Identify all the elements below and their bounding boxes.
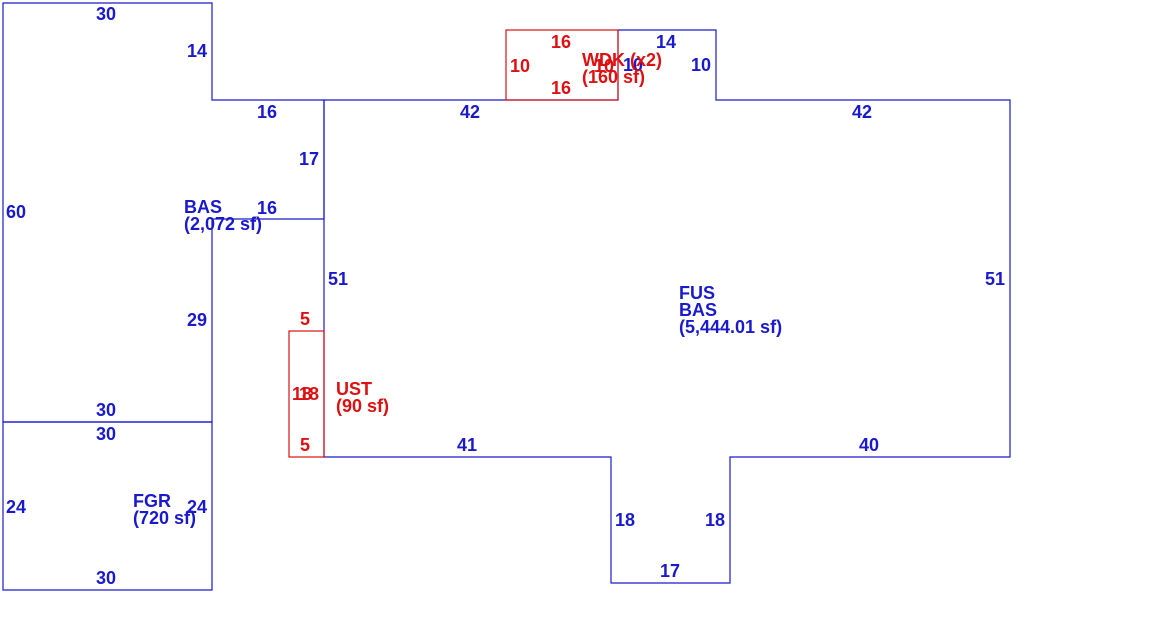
dim-fgr-left: 24 — [6, 497, 26, 517]
ust-outline — [288, 330, 325, 458]
area-ust-size: (90 sf) — [336, 396, 389, 416]
dim-notch-right: 10 — [691, 55, 711, 75]
dim-bas-step-side: 17 — [299, 149, 319, 169]
wdk-deck-outline — [505, 29, 619, 101]
dim-bas-left: 60 — [6, 202, 26, 222]
dim-notch-left: 10 — [623, 55, 643, 75]
dim-fgr-bottom: 30 — [96, 568, 116, 588]
dim-main-bottom-left: 41 — [457, 435, 477, 455]
dim-ust-bottom: 5 — [300, 435, 310, 455]
dim-fgr-top: 30 — [96, 424, 116, 444]
dim-ust-top: 5 — [300, 309, 310, 329]
dim-bas-right-lower: 29 — [187, 310, 207, 330]
area-bas-left-code: BAS — [184, 197, 222, 217]
dim-main-bottom-right: 40 — [859, 435, 879, 455]
dim-ust-left: 18 — [292, 384, 312, 404]
area-wdk-size: (160 sf) — [582, 67, 645, 87]
fgr-garage-outline — [2, 421, 213, 591]
area-fgr-code: FGR — [133, 491, 171, 511]
area-bas-left-size: (2,072 sf) — [184, 214, 262, 234]
area-main-code-bas: BAS — [679, 300, 717, 320]
area-fgr-size: (720 sf) — [133, 508, 196, 528]
dim-bump-bottom: 17 — [660, 561, 680, 581]
dim-main-top-right: 42 — [852, 102, 872, 122]
dim-bas-bottom: 30 — [96, 400, 116, 420]
dim-wdk-top: 16 — [551, 32, 571, 52]
dim-wdk-right: 10 — [594, 56, 614, 76]
dim-notch-top: 14 — [656, 32, 676, 52]
dim-bump-left: 18 — [615, 510, 635, 530]
dim-main-top-left: 42 — [460, 102, 480, 122]
dim-fgr-right: 24 — [187, 497, 207, 517]
main-fus-bas-outline — [323, 29, 1011, 584]
area-wdk-code: WDK (x2) — [582, 50, 662, 70]
dim-bas-top: 30 — [96, 4, 116, 24]
area-main-size: (5,444.01 sf) — [679, 317, 782, 337]
dim-wdk-left: 10 — [510, 56, 530, 76]
area-ust-code: UST — [336, 379, 372, 399]
dim-bas-step-bottom: 16 — [257, 198, 277, 218]
dim-main-left: 51 — [328, 269, 348, 289]
dim-bas-step-top: 16 — [257, 102, 277, 122]
area-main-code-fus: FUS — [679, 283, 715, 303]
dim-wdk-bottom: 16 — [551, 78, 571, 98]
dim-ust-right: 18 — [299, 384, 319, 404]
dim-main-right: 51 — [985, 269, 1005, 289]
dim-bas-right-upper: 14 — [187, 41, 207, 61]
dim-bump-right: 18 — [705, 510, 725, 530]
